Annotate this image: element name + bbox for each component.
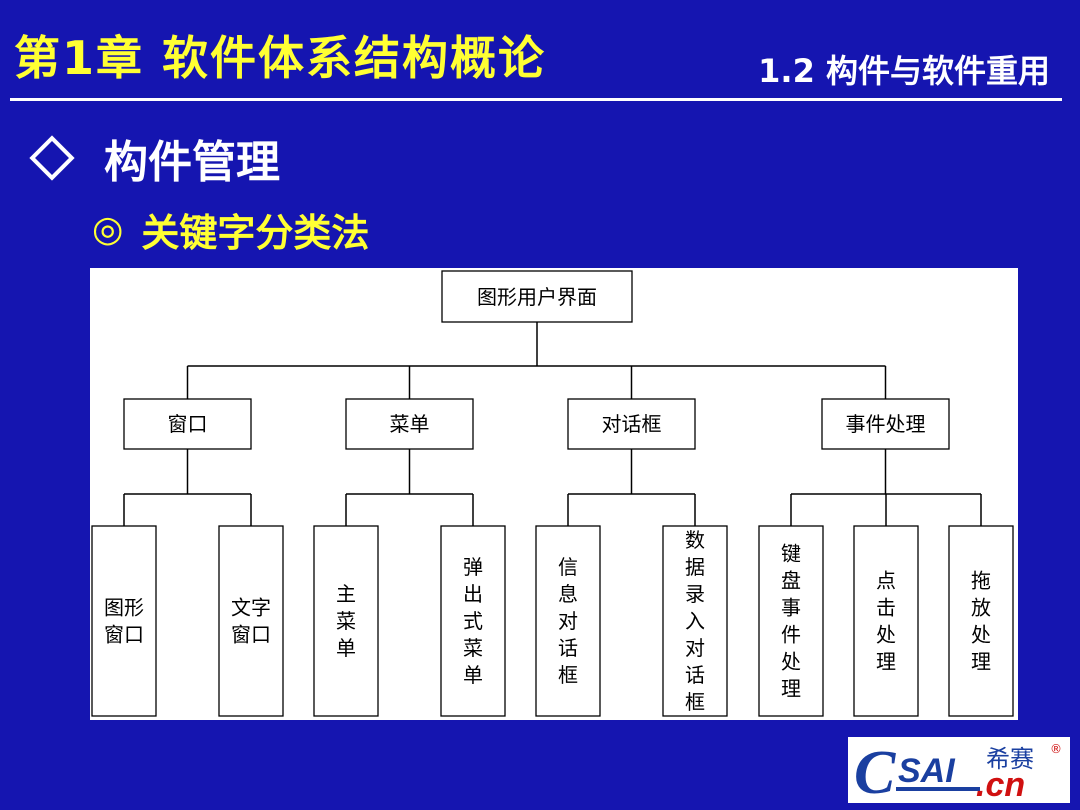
leaf-node [758,525,824,717]
category-node [821,398,950,450]
leaf-node-label: 处 [971,623,991,647]
leaf-node [535,525,601,717]
leaf-node-label: 出 [463,582,483,606]
leaf-node-label: 对 [558,609,578,633]
leaf-node [313,525,379,717]
hierarchy-diagram: 图形用户界面窗口菜单对话框事件处理图形窗口文字窗口主菜单弹出式菜单信息对话框数据… [90,268,1018,720]
leaf-node-label: 框 [558,663,578,687]
subheading-row: ◎ 关键字分类法 [92,202,369,257]
leaf-node-label: 菜 [336,609,356,633]
leaf-node [218,525,284,717]
page-heading: 构件管理 [104,137,280,188]
leaf-node-label: 处 [876,623,896,647]
heading-row: 构件管理 [28,126,280,190]
leaf-node-label: 拖 [971,569,991,593]
leaf-node-label: 放 [971,596,991,620]
logo-registered: ® [1050,742,1062,756]
leaf-node-label: 入 [685,609,705,633]
category-node [345,398,474,450]
leaf-node-label: 话 [685,663,705,687]
logo-domain: .cn [976,766,1025,803]
leaf-node [662,525,728,717]
leaf-node-label: 弹 [463,555,483,579]
leaf-node-label: 单 [336,636,356,660]
leaf-node-label: 主 [336,582,356,606]
leaf-node [853,525,919,717]
leaf-node [948,525,1014,717]
leaf-node-label: 据 [685,555,705,579]
leaf-node-label: 录 [685,582,705,606]
csai-logo-svg: C SAI .cn 希赛 ® [854,739,1062,807]
leaf-node-label: 式 [463,609,483,633]
header-divider [10,98,1062,101]
category-node-label: 菜单 [390,412,430,436]
leaf-node-label: 处 [781,650,801,674]
leaf-node-label: 框 [685,690,705,714]
leaf-node-label: 件 [781,623,801,647]
leaf-node-label: 信 [558,555,578,579]
category-node-label: 窗口 [168,412,208,436]
logo-chinese: 希赛 [986,745,1034,773]
leaf-node [91,525,157,717]
double-circle-icon: ◎ [92,209,124,250]
leaf-node-label: 对 [685,636,705,660]
hierarchy-diagram-svg: 图形用户界面窗口菜单对话框事件处理图形窗口文字窗口主菜单弹出式菜单信息对话框数据… [91,270,1014,717]
leaf-node-label: 窗口 [231,623,271,647]
logo-underline [896,787,980,791]
leaf-node-label: 点 [876,569,896,593]
leaf-node [440,525,506,717]
leaf-node-label: 息 [558,582,578,606]
leaf-node-label: 话 [558,636,578,660]
root-node-label: 图形用户界面 [477,285,597,309]
category-node-label: 事件处理 [846,412,926,436]
csai-logo: C SAI .cn 希赛 ® [848,737,1070,807]
leaf-node-label: 击 [876,596,896,620]
leaf-node-label: 数 [685,528,705,552]
leaf-node-label: 盘 [781,569,801,593]
leaf-node-label: 理 [971,650,991,674]
leaf-node-label: 理 [876,650,896,674]
section-title: 1.2 构件与软件重用 [758,52,1050,90]
leaf-node-label: 键 [781,542,801,566]
leaf-node-label: 单 [463,663,483,687]
category-node [567,398,696,450]
leaf-node-label: 窗口 [104,623,144,647]
leaf-node-label: 图形 [104,596,144,620]
leaf-node-label: 文字 [231,596,271,620]
chapter-title: 第1章 软件体系结构概论 [14,31,547,85]
root-node [441,270,633,323]
subheading: 关键字分类法 [141,211,370,255]
category-node-label: 对话框 [602,412,662,436]
leaf-node-label: 菜 [463,636,483,660]
leaf-node-label: 理 [781,677,801,701]
logo-brand: SAI [898,752,956,790]
leaf-node-label: 事 [781,596,801,620]
category-node [123,398,252,450]
logo-mark: C [854,739,896,803]
diamond-icon [29,135,75,181]
